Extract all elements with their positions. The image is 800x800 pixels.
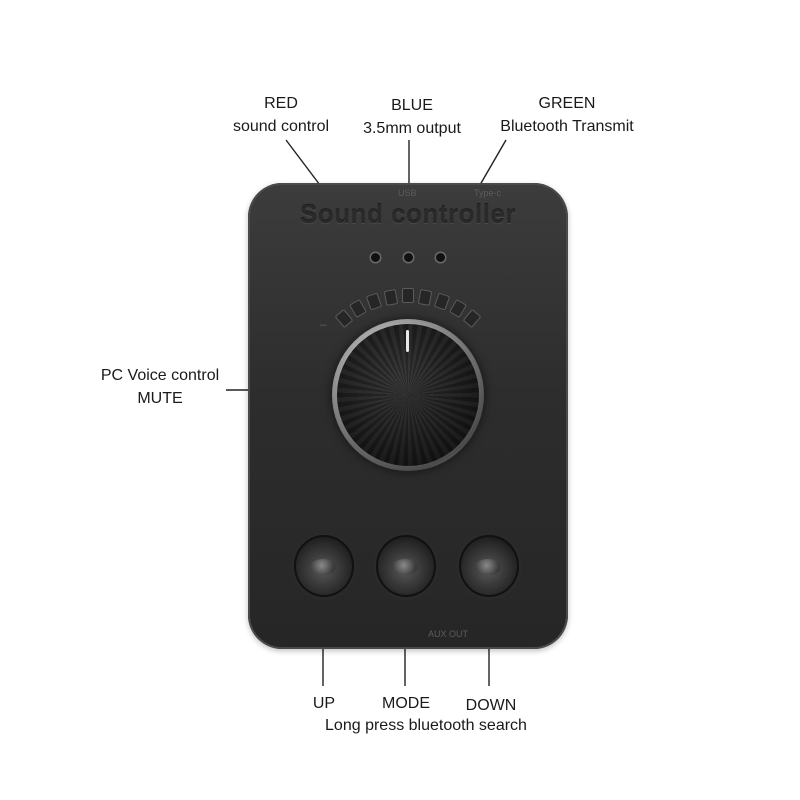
aux-out-label: AUX OUT [428,629,469,639]
down-callout: DOWN [465,697,517,714]
device-title: Sound controller [300,199,516,229]
typec-port-label: Type-c [474,188,502,198]
meter-segment [383,288,398,306]
red-label: RED [264,95,298,112]
blue-led [404,253,413,262]
meter-segment [349,299,367,319]
knob-indicator [406,330,409,352]
meter-segment [462,309,482,329]
meter-segment [418,288,433,306]
meter-segment [365,292,383,311]
red-led [371,253,380,262]
sound-controller-device: Sound controller USB Type-c – AUX OUT [248,183,568,649]
green-led [436,253,445,262]
knob-description: MUTE [137,390,183,407]
meter-segment [402,288,414,303]
up-callout: UP [312,695,336,712]
down-button[interactable] [459,535,519,597]
blue-callout: BLUE 3.5mm output [354,94,470,140]
mode-button[interactable] [376,535,436,597]
mode-callout: MODE [382,695,430,712]
meter-segment [449,299,467,319]
mode-long-press-callout: Long press bluetooth search [325,717,527,734]
knob-label: PC Voice control [100,367,220,384]
minus-mark: – [320,317,327,331]
knob-callout: PC Voice control MUTE [90,364,230,410]
red-callout: RED sound control [226,92,336,138]
meter-segment [334,309,354,329]
usb-port-label: USB [398,188,417,198]
green-callout: GREEN Bluetooth Transmit [482,92,652,138]
blue-description: 3.5mm output [363,120,461,137]
blue-label: BLUE [391,97,433,114]
knob-face [337,324,479,466]
green-label: GREEN [538,95,596,112]
red-description: sound control [232,118,330,135]
meter-segment [433,292,451,311]
up-button[interactable] [294,535,354,597]
volume-knob[interactable] [332,319,484,471]
green-description: Bluetooth Transmit [500,118,634,135]
